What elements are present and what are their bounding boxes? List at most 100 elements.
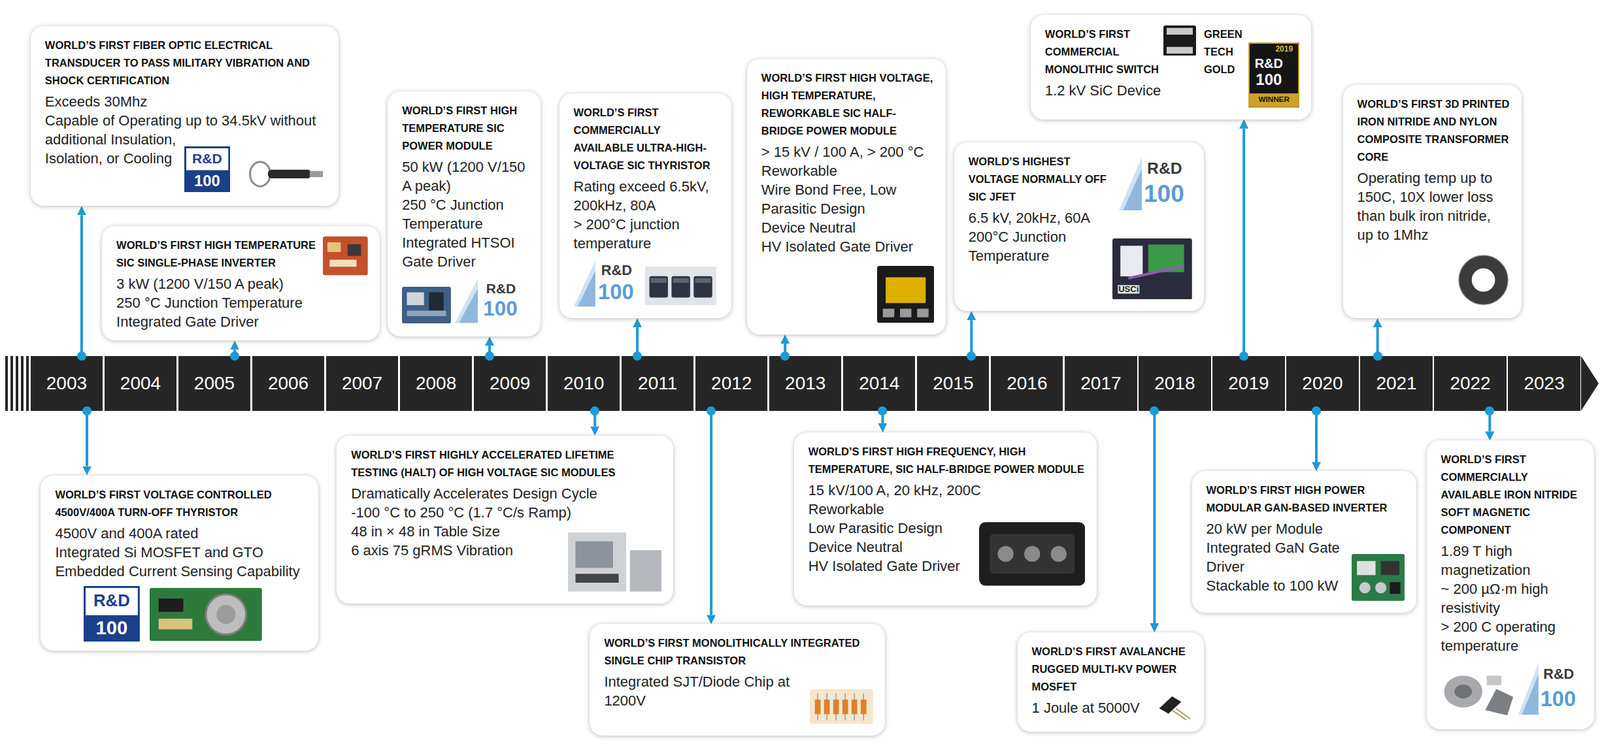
image-group bbox=[567, 532, 663, 593]
picture-part bbox=[84, 586, 140, 642]
card-column: 2019R&D100WINNERGREEN TECH GOLD bbox=[1203, 25, 1300, 111]
picture-part bbox=[577, 271, 595, 308]
product-photo bbox=[809, 689, 874, 725]
picture-part bbox=[650, 277, 667, 283]
picture-part bbox=[267, 169, 311, 179]
product-photo bbox=[401, 286, 451, 324]
milestone-detail: 20 kW per Module bbox=[1206, 519, 1405, 539]
connector-dot bbox=[1484, 406, 1495, 416]
year-label: 2018 bbox=[1154, 374, 1195, 393]
award-logo: R&D100 bbox=[454, 276, 523, 326]
timeline-connector bbox=[969, 320, 973, 357]
year-box: 2023 bbox=[1507, 356, 1580, 412]
logo-text: WINNER bbox=[1257, 95, 1290, 104]
milestone-card: WORLD’S FIRST MONOLITHICALLY INTEGRATED … bbox=[589, 624, 885, 736]
picture-part bbox=[567, 532, 627, 593]
picture-part bbox=[1248, 42, 1300, 108]
logo-text: R&D bbox=[191, 151, 223, 166]
year-box: 2011 bbox=[621, 356, 694, 412]
timeline-stripe bbox=[10, 356, 14, 412]
milestone-heading: WORLD’S FIRST HIGH FREQUENCY, HIGH TEMPE… bbox=[808, 443, 1086, 479]
logo-text: R&D bbox=[1542, 667, 1575, 683]
connector-dot bbox=[1311, 406, 1321, 416]
milestone-heading: WORLD’S HIGHEST VOLTAGE NORMALLY OFF SIC… bbox=[968, 152, 1193, 206]
year-box: 2022 bbox=[1433, 356, 1506, 412]
picture-part bbox=[1454, 684, 1472, 699]
milestone-detail: Device Neutral bbox=[808, 537, 1086, 557]
picture-part bbox=[916, 308, 929, 317]
milestone-detail: Device Neutral bbox=[761, 218, 934, 238]
milestone-detail: Dramatically Accelerates Design Cycle bbox=[350, 484, 662, 504]
year-label: 2009 bbox=[489, 374, 531, 393]
milestone-heading: WORLD’S FIRST COMMERCIAL MONOLITHIC SWIT… bbox=[1045, 25, 1197, 79]
picture-part bbox=[309, 170, 323, 177]
year-box: 2008 bbox=[400, 356, 472, 412]
year-label: 2023 bbox=[1523, 374, 1565, 393]
year-label: 2010 bbox=[563, 374, 604, 393]
milestone-heading: WORLD’S FIRST COMMERCIALLY AVAILABLE IRO… bbox=[1441, 450, 1583, 540]
picture-part bbox=[1465, 262, 1502, 299]
year-label: 2017 bbox=[1080, 374, 1121, 393]
image-group: 2019R&D100WINNER bbox=[1248, 42, 1300, 108]
picture-part bbox=[249, 161, 270, 186]
milestone-detail: Low Parasitic Design bbox=[808, 518, 1086, 538]
picture-part bbox=[216, 605, 236, 625]
milestone-card: WORLD’S FIRST HIGH POWER MODULAR GAN-BAS… bbox=[1192, 471, 1417, 613]
milestone-detail: Integrated SJT/Diode Chip at 1200V bbox=[603, 672, 873, 711]
picture-part bbox=[860, 700, 867, 715]
logo-text: 100 bbox=[597, 281, 635, 304]
card-column: WORLD’S FIRST COMMERCIAL MONOLITHIC SWIT… bbox=[1045, 25, 1197, 111]
logo-text: 2019 bbox=[1274, 45, 1294, 53]
year-label: 2012 bbox=[711, 374, 752, 393]
picture bbox=[1456, 253, 1510, 307]
connector-dot bbox=[1373, 351, 1383, 361]
picture-part bbox=[1249, 43, 1299, 108]
picture bbox=[979, 514, 1085, 595]
milestone-card: WORLD’S FIRST AVALANCHE RUGGED MULTI-KV … bbox=[1017, 632, 1205, 733]
picture-part bbox=[824, 700, 831, 715]
product-photo bbox=[567, 532, 663, 593]
timeline-connector bbox=[1315, 411, 1318, 463]
picture-part bbox=[693, 275, 712, 298]
timeline-connector bbox=[85, 411, 89, 467]
image-group: R&D100 bbox=[401, 276, 523, 328]
picture-part bbox=[184, 147, 229, 191]
milestone-heading: WORLD’S FIRST FIBER OPTIC ELECTRICAL TRA… bbox=[45, 36, 327, 90]
picture-part bbox=[1380, 561, 1399, 576]
picture-part bbox=[1024, 546, 1040, 563]
milestone-heading: WORLD’S FIRST HIGH VOLTAGE, HIGH TEMPERA… bbox=[761, 69, 934, 140]
milestone-heading: WORLD’S FIRST VOLTAGE CONTROLLED 4500V/4… bbox=[54, 486, 307, 522]
connector-dot bbox=[966, 351, 976, 361]
image-group: R&D100USCi bbox=[1112, 154, 1193, 300]
product-photo: USCi bbox=[1112, 238, 1193, 300]
timeline-connector bbox=[1152, 411, 1156, 624]
year-box: 2013 bbox=[769, 356, 842, 412]
year-label: 2011 bbox=[637, 374, 678, 393]
year-box: 2007 bbox=[326, 356, 399, 412]
picture-part bbox=[877, 266, 934, 323]
milestone-heading: WORLD’S FIRST HIGHLY ACCELERATED LIFETIM… bbox=[350, 446, 662, 482]
logo-text: USCi bbox=[1117, 285, 1140, 295]
milestone-card: R&D100 WORLD’S FIRST FIBER OPTIC ELECTRIC… bbox=[30, 26, 339, 207]
year-box: 2006 bbox=[252, 356, 325, 412]
picture-part bbox=[205, 594, 247, 635]
picture-part bbox=[672, 277, 689, 283]
year-label: 2008 bbox=[415, 374, 457, 393]
milestone-detail: 1 Joule at 5000V bbox=[1032, 698, 1193, 718]
milestone-detail: Rating exceed 6.5kV, 200kHz, 80A bbox=[573, 177, 721, 216]
picture bbox=[401, 286, 451, 324]
milestone-detail: > 200 C operating temperature bbox=[1441, 617, 1583, 656]
picture-part bbox=[815, 700, 821, 715]
picture-part bbox=[347, 244, 362, 257]
award-logo: R&D100 bbox=[83, 586, 140, 643]
connector-dot bbox=[1239, 351, 1249, 361]
milestone-card: WORLD’S FIRST HIGH FREQUENCY, HIGH TEMPE… bbox=[794, 432, 1098, 606]
picture-part bbox=[84, 615, 140, 642]
milestone-card: WORLD’S FIRST HIGH TEMPERATURE SIC SINGL… bbox=[101, 226, 380, 341]
picture-part bbox=[1443, 675, 1482, 708]
picture-part bbox=[1163, 25, 1197, 57]
picture-part bbox=[851, 700, 858, 715]
milestone-detail: Embedded Current Sensing Capability bbox=[54, 562, 307, 582]
milestone-detail: 6.5 kV, 20kHz, 60A bbox=[968, 208, 1193, 228]
award-logo: R&D100 bbox=[184, 146, 231, 193]
